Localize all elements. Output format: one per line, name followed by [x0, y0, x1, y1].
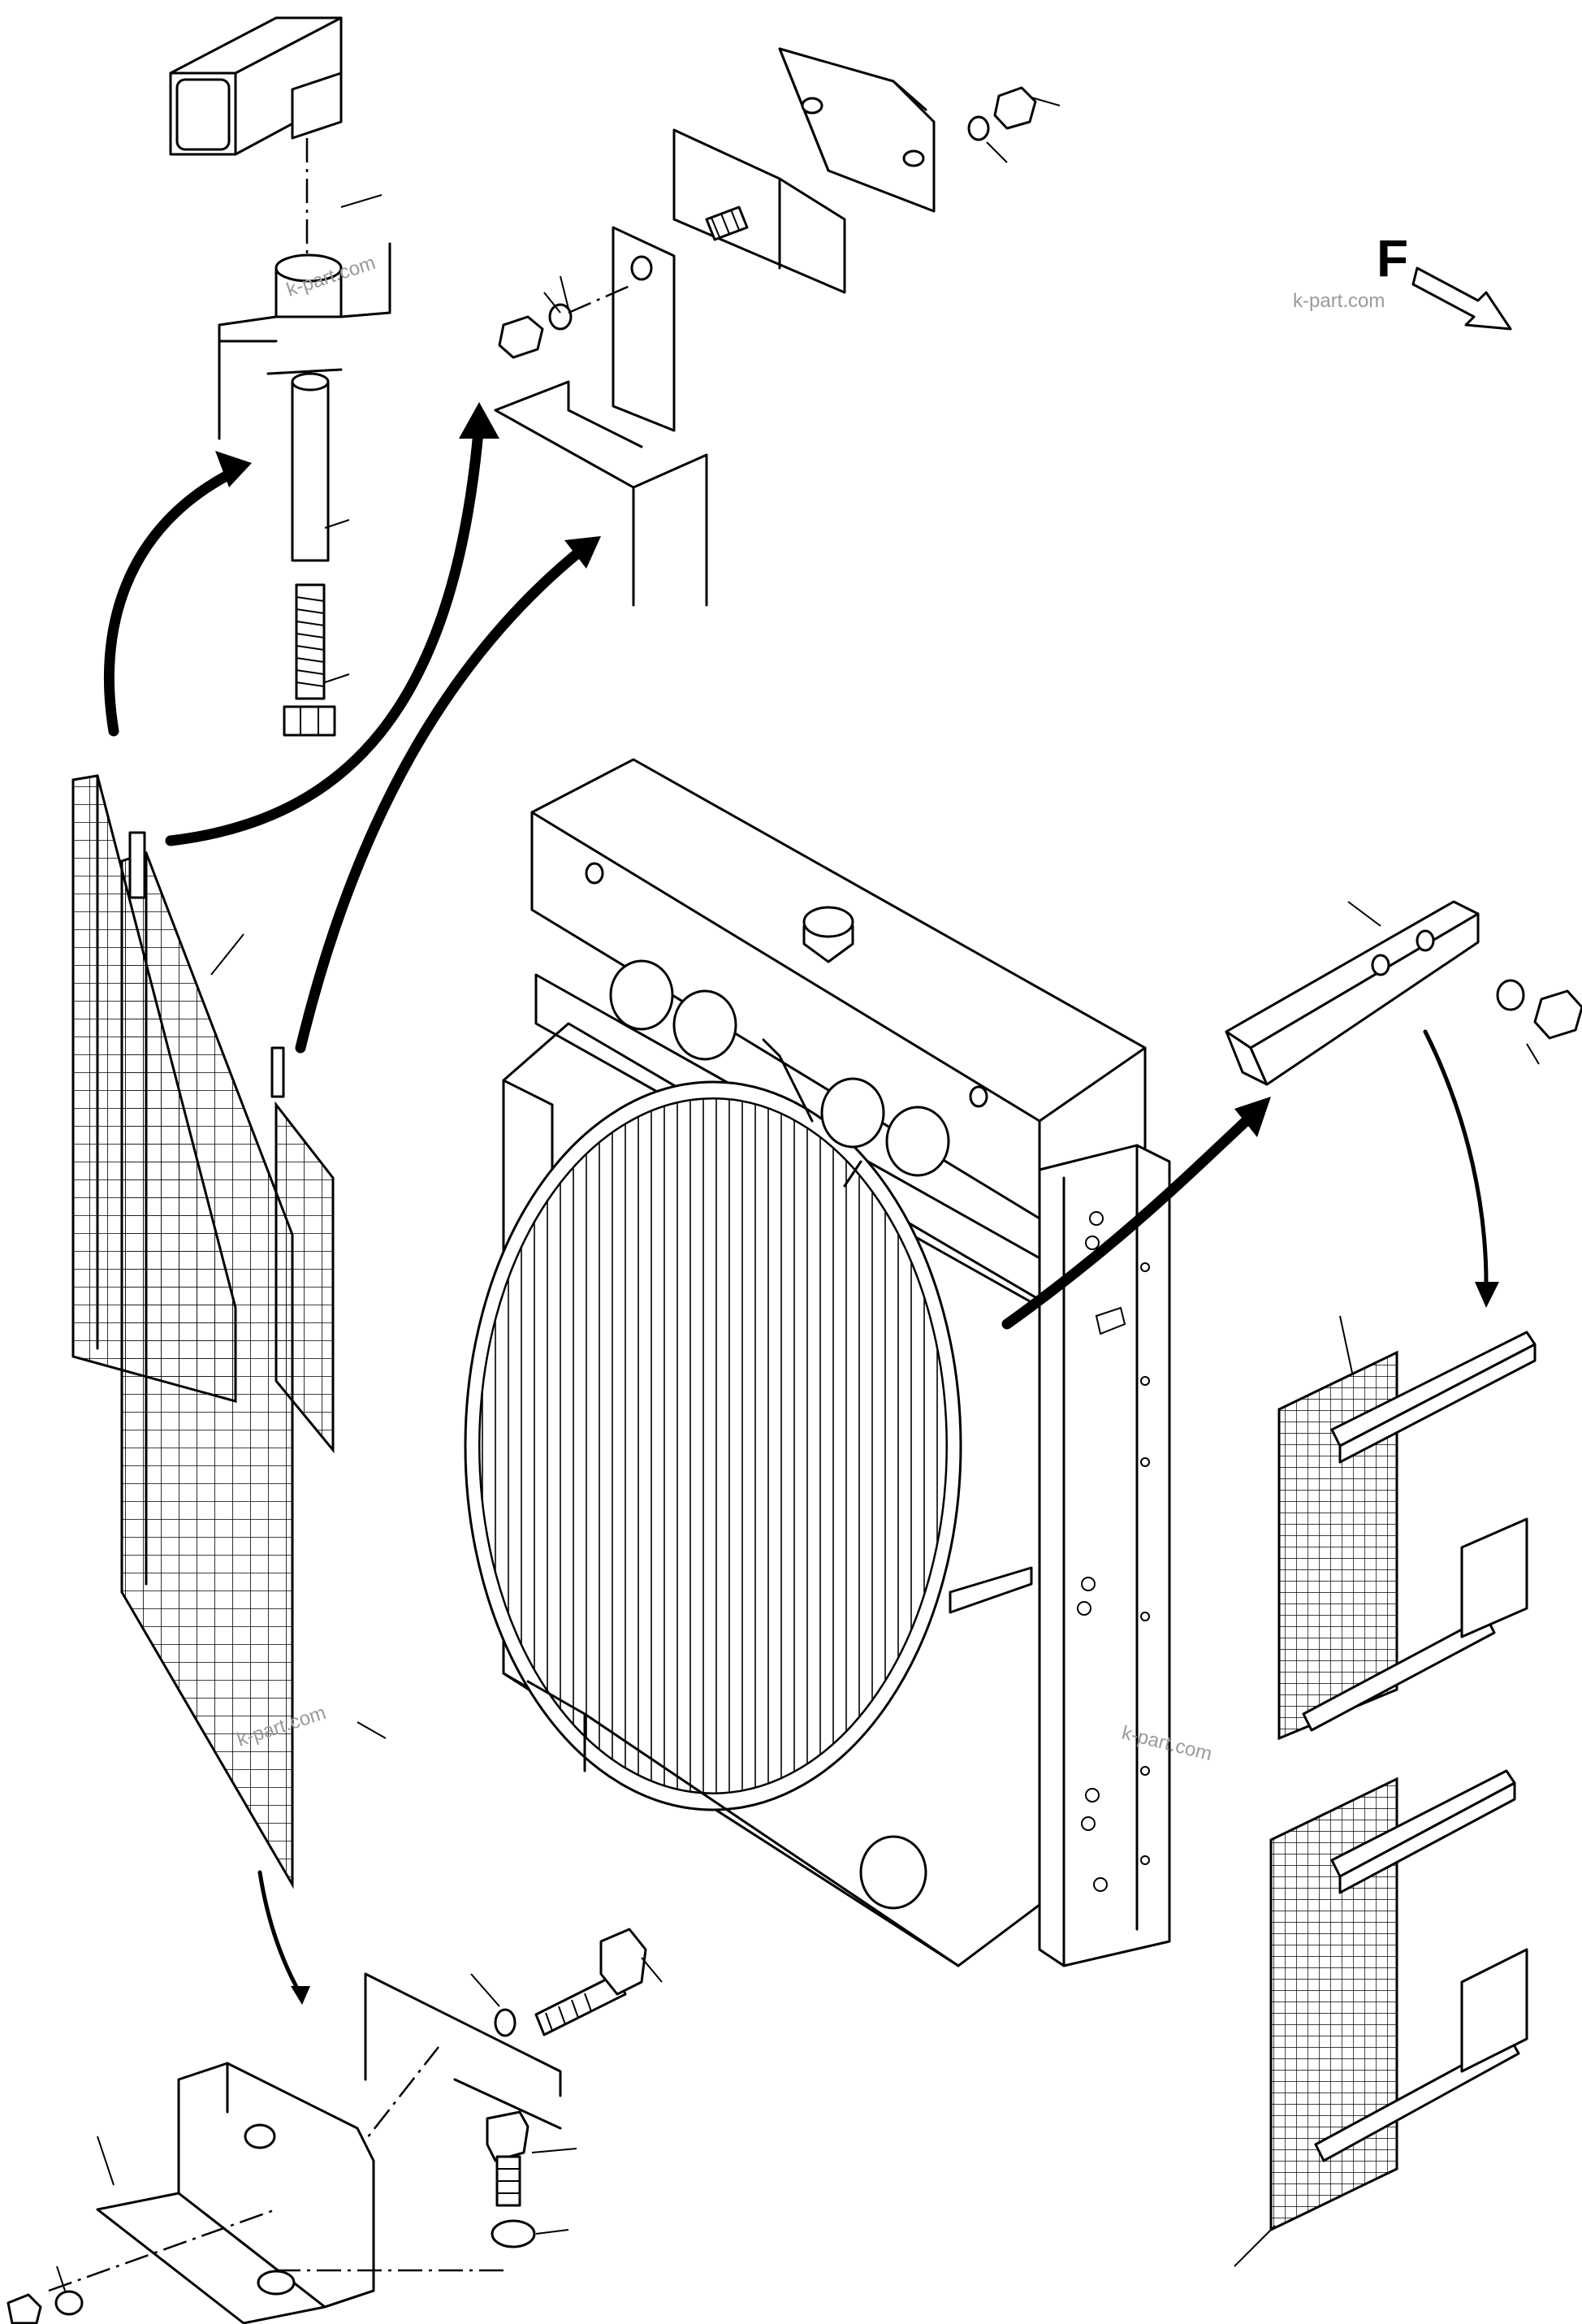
- frame-member-center: [494, 380, 708, 607]
- angle-bracket-top: [1225, 900, 1480, 1086]
- frame-tube: [169, 16, 343, 156]
- lower-nut-washer: [6, 2136, 115, 2324]
- front-grille-screen: [120, 831, 294, 1889]
- assembly-arrow-5: [1001, 1107, 1260, 1330]
- assembly-arrow-2: [165, 417, 485, 846]
- rubber-pad: [672, 128, 846, 294]
- mount-bracket-top: [218, 242, 391, 440]
- assembly-arrow-4: [257, 1870, 303, 1997]
- watermark-2: k-part.com: [1293, 290, 1385, 312]
- filler-cap: [802, 906, 854, 963]
- assembly-arrow-3: [295, 539, 594, 1054]
- right-nut-washer: [1496, 979, 1582, 1065]
- mount-bolt: [283, 583, 336, 737]
- stud: [705, 206, 749, 241]
- direction-arrow-icon: [1411, 266, 1512, 331]
- side-screen-lower: [1234, 1769, 1528, 2267]
- leader-line: [210, 933, 387, 1739]
- leader-line: [324, 194, 383, 683]
- short-bolt: [486, 2110, 577, 2248]
- hose-outlet: [609, 959, 950, 1910]
- foot-bracket: [96, 2062, 375, 2324]
- assembly-arrow-1: [103, 465, 241, 737]
- radiator-assembly: [464, 758, 1171, 1967]
- upper-bracket: [778, 47, 936, 213]
- bushing: [274, 253, 343, 318]
- direction-indicator: F: [1377, 229, 1512, 331]
- mount-bolt-lower: [470, 1928, 663, 2037]
- side-screen-upper: [1277, 1315, 1537, 1741]
- small-grille-panel: [270, 1046, 335, 1454]
- side-mount-plate: [1038, 1144, 1171, 1967]
- upper-nut-washer: [967, 86, 1061, 163]
- sleeve: [291, 372, 330, 562]
- mount-holes: [1077, 1211, 1150, 1892]
- lower-mount-plate: [348, 1972, 562, 2162]
- assembly-arrow-6: [1423, 1029, 1489, 1286]
- centerline-top-center: [568, 283, 634, 314]
- left-nut-washer: [498, 275, 573, 359]
- mount-plate: [612, 226, 676, 432]
- direction-label: F: [1377, 229, 1408, 288]
